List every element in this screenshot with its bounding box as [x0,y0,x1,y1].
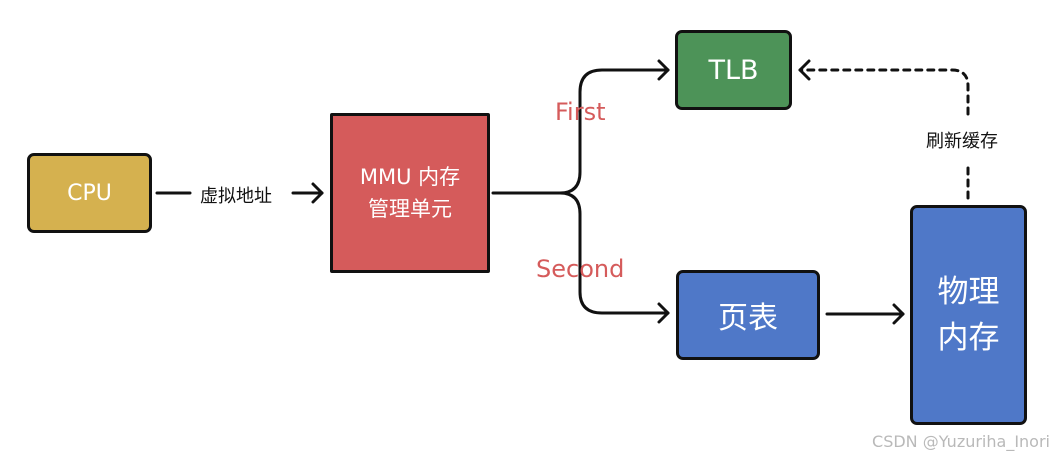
mmu-label-line1: MMU 内存 [359,165,461,189]
page-table-node: 页表 [676,270,820,360]
mmu-node: MMU 内存 管理单元 [330,113,490,273]
physical-memory-node: 物理 内存 [910,205,1027,425]
tlb-label: TLB [708,54,759,86]
arrowhead-tlb-icon [657,59,670,81]
arrowhead-tlb-refresh-icon [798,59,811,81]
brace-upper [558,68,670,195]
mmu-label-line2: 管理单元 [368,197,452,221]
page-table-label: 页表 [718,301,778,336]
first-branch-label: First [555,98,606,126]
cpu-label: CPU [67,180,112,206]
second-branch-label: Second [536,255,625,283]
tlb-node: TLB [675,30,792,110]
physical-memory-label-line2: 内存 [937,320,1000,356]
brace-lower [558,191,670,315]
watermark-text: CSDN @Yuzuriha_Inori [872,432,1050,451]
arrowhead-page-table-icon [657,302,670,324]
arrowhead-memory-icon [892,303,905,325]
dashed-refresh-line-upper [798,68,970,116]
cpu-node: CPU [27,153,152,233]
refresh-cache-label: 刷新缓存 [926,131,998,152]
arrowhead-mmu-icon [311,182,324,204]
virtual-address-label: 虚拟地址 [200,186,272,207]
physical-memory-label-line1: 物理 [937,274,1000,310]
